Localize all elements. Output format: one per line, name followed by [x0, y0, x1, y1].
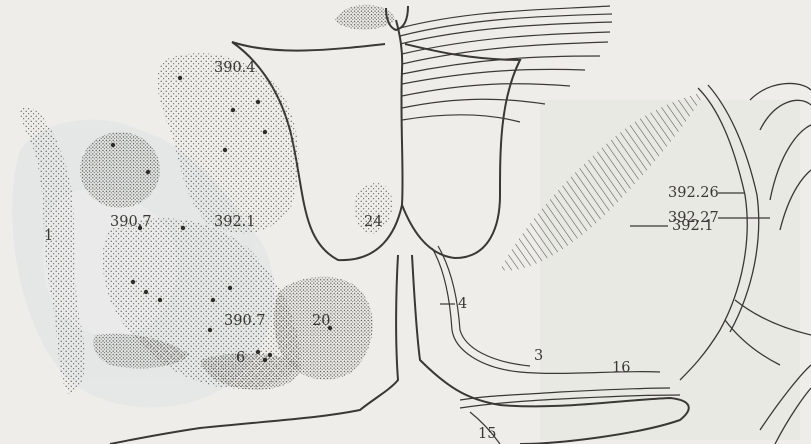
label-20: 20	[312, 313, 330, 329]
label-390-7-top: 390.7	[110, 214, 152, 230]
label-392-1-left: 392.1	[214, 214, 256, 230]
label-1: 1	[44, 228, 53, 244]
label-24: 24	[364, 214, 382, 230]
label-392-27: 392.27	[668, 210, 719, 226]
label-15: 15	[478, 426, 496, 442]
label-390-7-bottom: 390.7	[224, 313, 266, 329]
label-4: 4	[458, 296, 467, 312]
label-16: 16	[612, 360, 630, 376]
label-392-26: 392.26	[668, 185, 719, 201]
label-3: 3	[534, 348, 543, 364]
label-6: 6	[236, 350, 245, 366]
label-390-4: 390.4	[214, 60, 256, 76]
